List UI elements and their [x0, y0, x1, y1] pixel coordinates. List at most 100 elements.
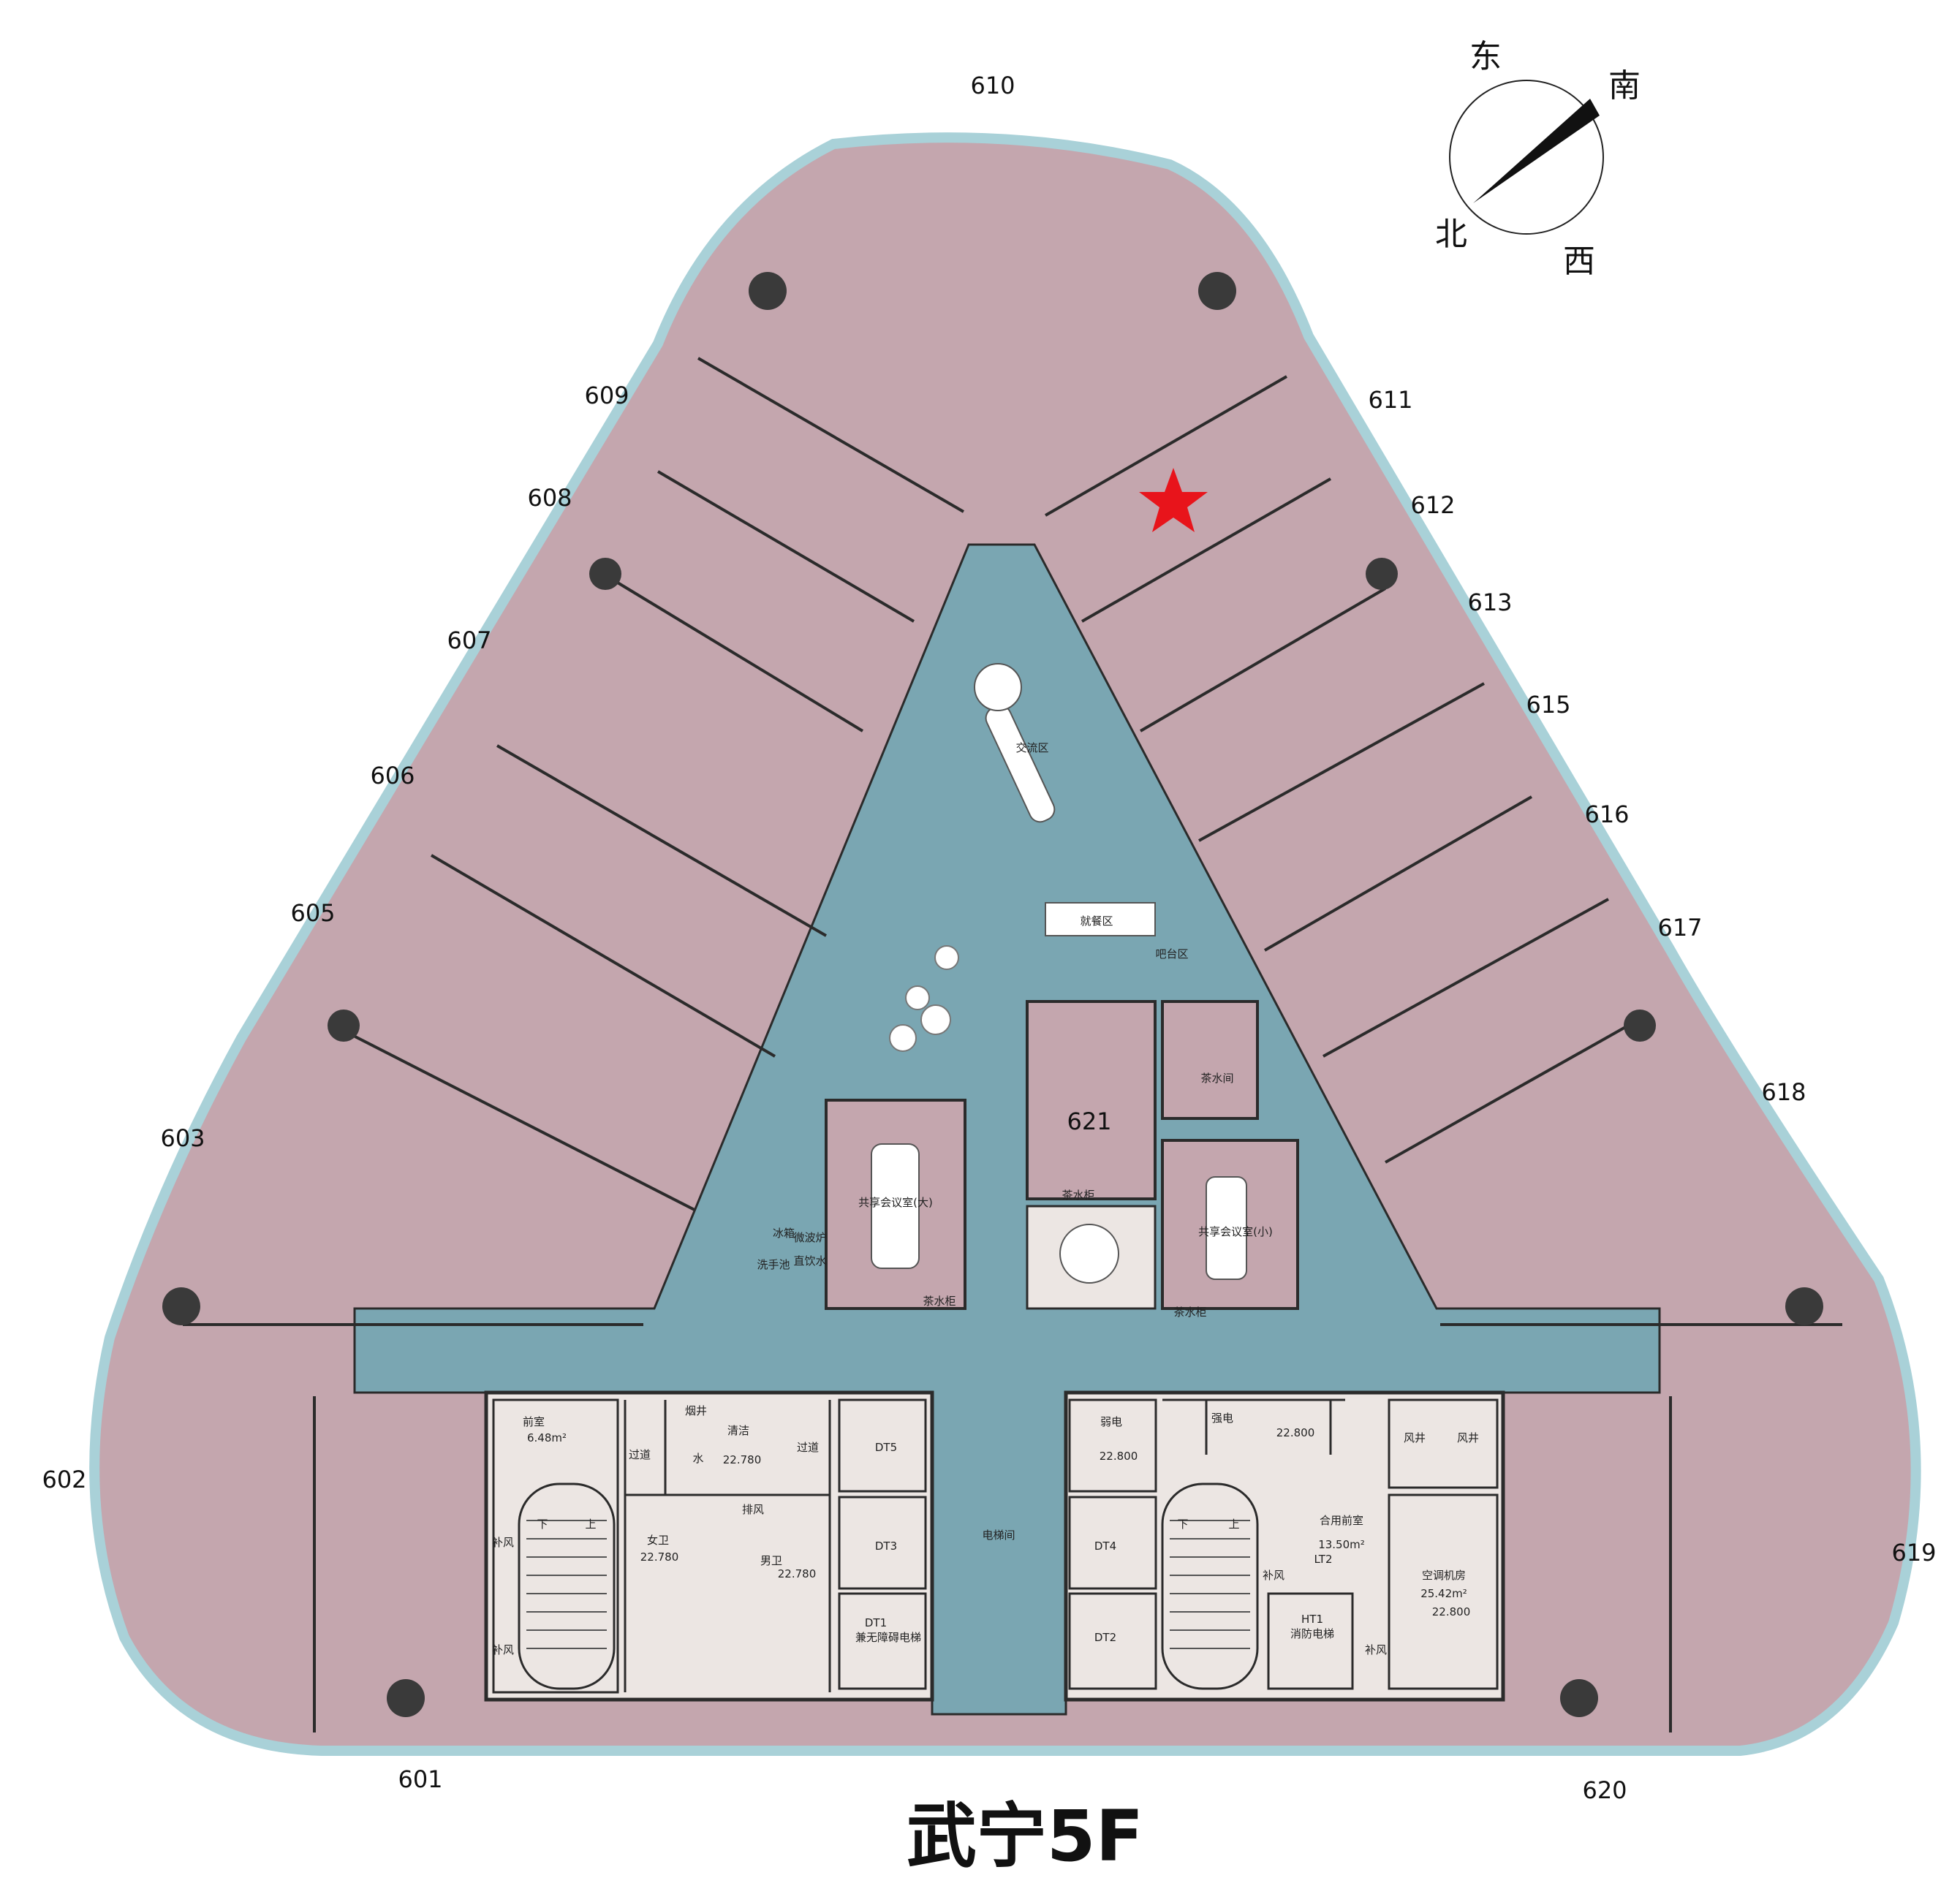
columns [162, 272, 1823, 1717]
core-label: 男卫 [760, 1554, 782, 1567]
unit-label: 612 [1410, 491, 1455, 519]
unit-label: 620 [1582, 1776, 1627, 1804]
meeting-table-large [871, 1143, 920, 1269]
area-label: 共享会议室(小) [1198, 1225, 1273, 1238]
core-label: 22.800 [1432, 1605, 1471, 1618]
right-core-labels: 弱电 22.800 强电 22.800 风井 风井 合用前室 13.50m² L… [1094, 1412, 1479, 1656]
core-label: 前室 [523, 1415, 545, 1428]
floor-title: 武宁5F [907, 1795, 1143, 1877]
unit-label: 603 [160, 1124, 205, 1152]
core-label: 22.800 [1276, 1426, 1315, 1439]
core-label: 清洁 [727, 1424, 749, 1437]
core-label: 风井 [1404, 1431, 1426, 1444]
core-label: 补风 [492, 1643, 514, 1656]
area-label: 共享会议室(大) [858, 1196, 933, 1209]
core-label: DT5 [875, 1441, 897, 1454]
unit-label: 613 [1467, 588, 1512, 616]
unit-label: 611 [1368, 386, 1412, 414]
core-label: DT4 [1094, 1540, 1116, 1553]
core-label: 烟井 [685, 1404, 707, 1417]
room-621 [1026, 1000, 1157, 1200]
unit-label: 607 [447, 626, 491, 654]
left-stair-treads [526, 1520, 607, 1649]
area-labels: 交流区 就餐区 吧台区 茶水间 共享会议室(大) 共享会议室(小) 冰箱 茶水柜… [757, 741, 1272, 1542]
unit-label: 610 [970, 72, 1015, 99]
core-label: 13.50m² [1318, 1538, 1365, 1551]
core-label: HT1 [1301, 1613, 1323, 1626]
left-core-labels: 前室 6.48m² 过道 过道 烟井 清洁 水 22.780 排风 女卫 22.… [492, 1404, 921, 1656]
area-label: 冰箱 [773, 1227, 795, 1240]
unit-label: 606 [370, 762, 415, 789]
unit-label: 621 [1067, 1107, 1111, 1135]
lounge-stools [889, 945, 959, 1052]
right-core [1064, 1390, 1505, 1702]
unit-labels: 610 609 611 608 612 613 607 615 606 616 … [42, 72, 1936, 1804]
compass-west: 西 [1563, 243, 1595, 280]
lounge-table [1059, 1224, 1119, 1284]
core-label: 空调机房 [1422, 1569, 1466, 1582]
core-label: 过道 [629, 1448, 651, 1461]
partitions [183, 357, 1842, 1732]
core-label: 6.48m² [527, 1431, 567, 1444]
core-label: 风井 [1457, 1431, 1479, 1444]
core-label: 水 [692, 1452, 703, 1465]
area-label: 微波炉 [793, 1231, 826, 1244]
meeting-table-small [1206, 1176, 1247, 1280]
unit-label: 617 [1657, 914, 1702, 942]
unit-label: 609 [584, 382, 629, 409]
core-label: 强电 [1211, 1412, 1233, 1425]
dining-table [1045, 902, 1156, 936]
left-core-structure [492, 1398, 927, 1694]
core-label: DT1 [865, 1616, 887, 1629]
compass-east: 东 [1469, 38, 1502, 75]
area-label: 直饮水 [793, 1254, 826, 1268]
core-label: 22.800 [1100, 1450, 1138, 1463]
area-label: 吧台区 [1155, 947, 1188, 961]
area-label: 就餐区 [1080, 914, 1113, 928]
core-label: 25.42m² [1420, 1587, 1467, 1600]
core-label: 排风 [742, 1503, 764, 1516]
unit-label: 619 [1891, 1539, 1936, 1567]
compass-circle [1449, 80, 1604, 235]
core-label: 合用前室 [1320, 1514, 1363, 1527]
unit-label: 615 [1526, 691, 1570, 719]
core-label: 弱电 [1100, 1415, 1122, 1428]
core-label: 兼无障碍电梯 [855, 1631, 921, 1644]
area-label: 茶水柜 [923, 1295, 956, 1308]
core-label: LT2 [1314, 1553, 1333, 1566]
core-label: 上 [585, 1518, 596, 1531]
compass: 东 南 北 西 [1435, 38, 1641, 280]
location-star-icon [1139, 468, 1208, 532]
core-label: 下 [1177, 1518, 1188, 1531]
area-label: 电梯间 [982, 1529, 1015, 1542]
area-label: 交流区 [1015, 741, 1048, 754]
core-label: 22.780 [723, 1453, 762, 1466]
unit-label: 602 [42, 1466, 86, 1493]
core-label: 女卫 [647, 1534, 669, 1547]
area-label: 茶水柜 [1173, 1306, 1206, 1319]
core-label: 22.780 [778, 1567, 817, 1580]
tea-room [1161, 1000, 1259, 1120]
core-label: 22.780 [640, 1550, 679, 1564]
area-label: 茶水柜 [1062, 1189, 1094, 1202]
compass-needle-icon [1473, 99, 1600, 203]
right-core-structure [1068, 1398, 1499, 1690]
compass-north: 北 [1435, 216, 1467, 253]
compass-south: 南 [1608, 67, 1641, 105]
core-label: 补风 [492, 1536, 514, 1549]
core-label: 补风 [1365, 1643, 1387, 1656]
core-label: 补风 [1263, 1569, 1284, 1582]
core-label: 消防电梯 [1290, 1627, 1334, 1640]
exchange-round-table [974, 663, 1022, 711]
corridor [353, 543, 1661, 1716]
core-label: 过道 [797, 1441, 819, 1454]
unit-label: 618 [1761, 1078, 1806, 1106]
unit-label: 605 [290, 899, 335, 927]
core-label: 下 [537, 1518, 548, 1531]
area-label: 洗手池 [757, 1258, 790, 1271]
right-stair-treads [1170, 1520, 1250, 1649]
core-label: 上 [1228, 1518, 1239, 1531]
unit-label: 608 [527, 484, 572, 512]
unit-label: 616 [1584, 800, 1629, 828]
